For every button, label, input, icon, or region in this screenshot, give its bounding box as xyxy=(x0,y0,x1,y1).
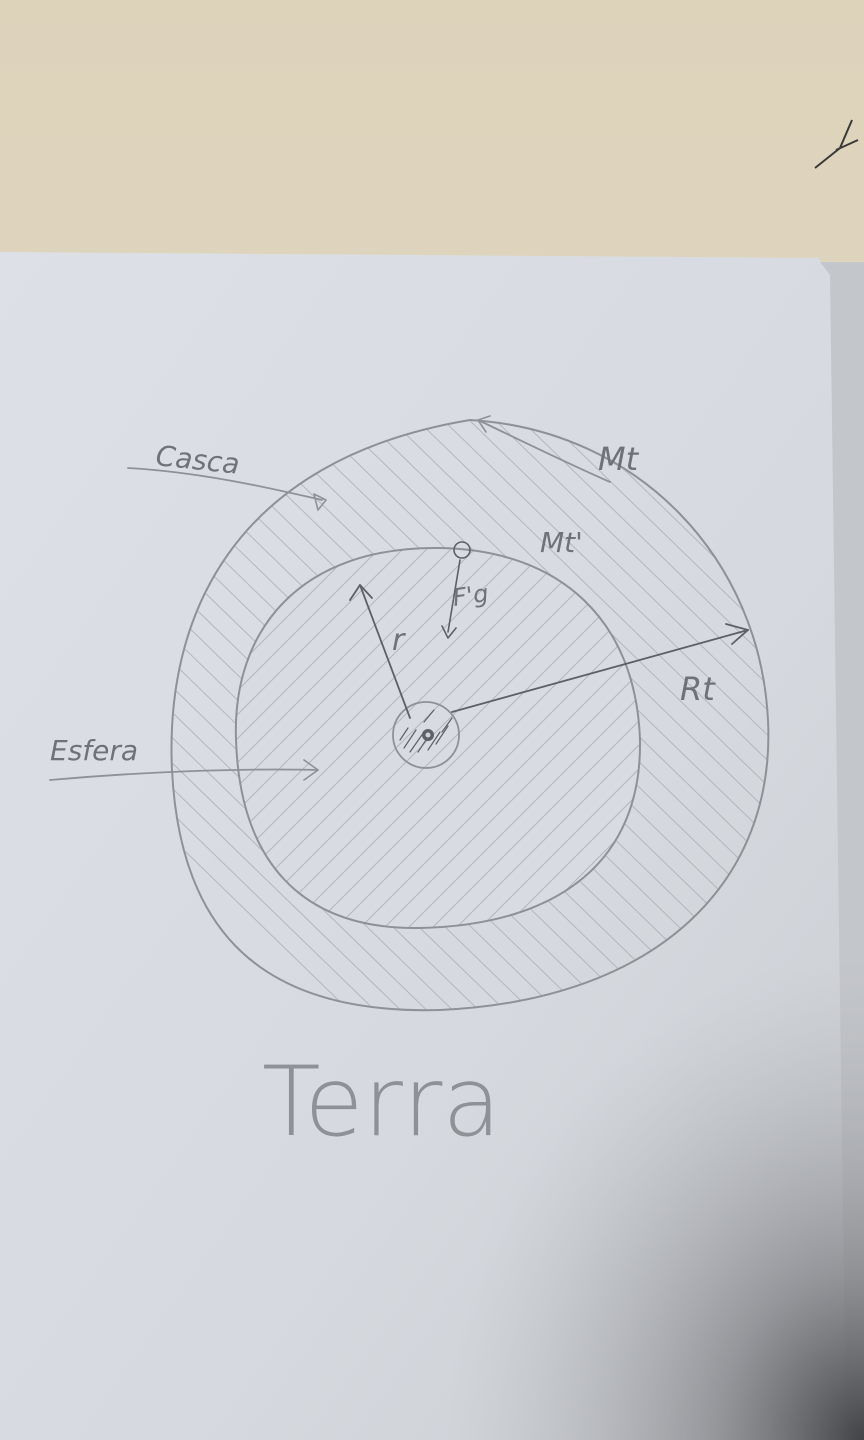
label-fg-prime: F'g xyxy=(451,579,490,612)
sphere-hatch-line xyxy=(235,547,641,929)
label-mt: Mt xyxy=(598,440,640,478)
shell-hatch-line xyxy=(297,420,769,1011)
sphere-hatch-line xyxy=(235,547,641,929)
shell-hatch-line xyxy=(171,420,453,1011)
sphere-hatch-line xyxy=(235,547,641,929)
shell-hatch-line xyxy=(375,420,769,1011)
sphere-hatch-line xyxy=(235,547,641,929)
corner-shadow xyxy=(400,900,864,1440)
shell-hatch-line xyxy=(401,420,769,1011)
title-terra: Terra xyxy=(262,1046,501,1158)
shell-hatch-line xyxy=(171,420,505,1011)
shell-hatch-line xyxy=(531,420,769,1011)
sphere-hatch-line xyxy=(235,547,621,929)
shell-hatch-line xyxy=(171,420,557,1011)
shell-hatch-line xyxy=(453,420,769,1011)
sphere-hatch-line xyxy=(235,547,641,929)
test-mass xyxy=(441,541,471,639)
earth-outer-circle xyxy=(170,419,770,1012)
shell-hatch-line xyxy=(427,420,769,1011)
shell-hatch-line xyxy=(171,420,479,1011)
sphere-hatch-line xyxy=(235,547,641,929)
mt-leader xyxy=(477,415,611,483)
shell-hatch-line xyxy=(171,420,401,1011)
sphere-hatch-line xyxy=(235,547,641,929)
sphere-hatch-line xyxy=(235,547,641,929)
esfera-leader xyxy=(49,759,319,781)
shell-hatch-line xyxy=(171,420,531,1011)
sphere-hatch-line xyxy=(255,547,641,929)
label-rt: Rt xyxy=(680,670,716,708)
shell-hatch-line xyxy=(505,420,769,1011)
shell-hatch-line xyxy=(349,420,769,1011)
sphere-hatch-line xyxy=(235,547,641,929)
sphere-hatch-line xyxy=(235,547,641,929)
sphere-hatch-line xyxy=(235,547,641,929)
sphere-hatch-line xyxy=(235,547,597,929)
inner-sphere-fill xyxy=(235,547,641,929)
center-point xyxy=(392,701,460,769)
radius-r-arrow xyxy=(349,584,411,719)
casca-leader xyxy=(127,467,327,511)
sphere-hatching xyxy=(235,547,641,929)
label-mt-prime: Mt' xyxy=(540,526,583,559)
label-r: r xyxy=(392,623,406,658)
label-esfera: Esfera xyxy=(50,734,138,767)
sphere-hatch-line xyxy=(235,547,641,929)
inner-sphere-circle xyxy=(234,546,642,930)
sphere-hatch-line xyxy=(235,547,641,929)
sphere-hatch-line xyxy=(279,547,641,929)
shell-hatch-line xyxy=(171,420,427,1011)
radius-rt-arrow xyxy=(451,623,749,713)
shell-hatch-line xyxy=(479,420,769,1011)
shell-hatch-line xyxy=(171,420,583,1011)
table-mark xyxy=(814,119,859,169)
shell-hatch-line xyxy=(323,420,769,1011)
